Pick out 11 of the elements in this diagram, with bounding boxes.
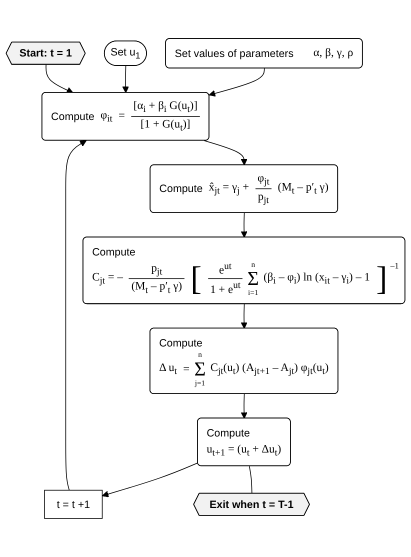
arrow xyxy=(208,68,265,97)
arrow xyxy=(65,140,87,491)
arrow xyxy=(122,66,129,94)
arrow xyxy=(102,462,198,498)
arrow xyxy=(240,212,248,238)
arrow xyxy=(240,304,248,329)
node-box: t = t +1 xyxy=(44,490,103,519)
arrow xyxy=(46,64,74,94)
connector xyxy=(248,466,252,494)
arrow xyxy=(240,394,248,419)
arrow xyxy=(204,140,248,166)
